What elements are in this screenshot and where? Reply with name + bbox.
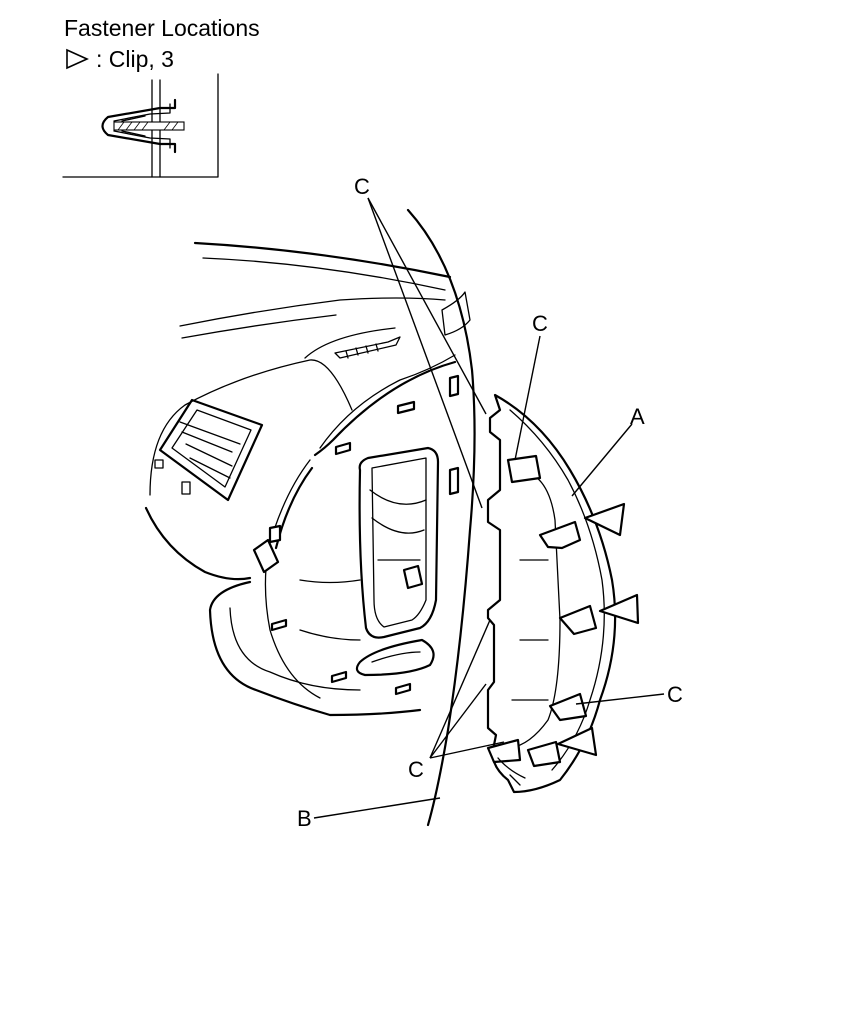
page-title: Fastener Locations <box>64 15 260 41</box>
dashboard <box>144 241 452 717</box>
clip-1-icon <box>583 502 626 537</box>
panel-a-clips <box>486 454 598 768</box>
leader-lines <box>313 197 665 819</box>
label-c-mid: C <box>532 311 548 336</box>
trim-panel-a <box>486 393 617 794</box>
triangle-clip-icon <box>66 48 89 70</box>
clip-2-icon <box>598 593 640 625</box>
clip-legend-text: : Clip, 3 <box>96 46 174 72</box>
clip-3-icon <box>556 726 598 757</box>
clip-detail-inset <box>62 73 219 178</box>
panel-b-clip-slots <box>252 374 460 696</box>
label-c-top: C <box>354 174 370 199</box>
clip-legend: : Clip, 3 <box>64 45 174 73</box>
label-b: B <box>297 806 312 831</box>
label-c-bottom: C <box>408 757 424 782</box>
inner-side-panel-b <box>252 208 476 827</box>
label-a: A <box>630 404 645 429</box>
label-c-right: C <box>667 682 683 707</box>
clip-triangle-markers <box>556 502 640 757</box>
